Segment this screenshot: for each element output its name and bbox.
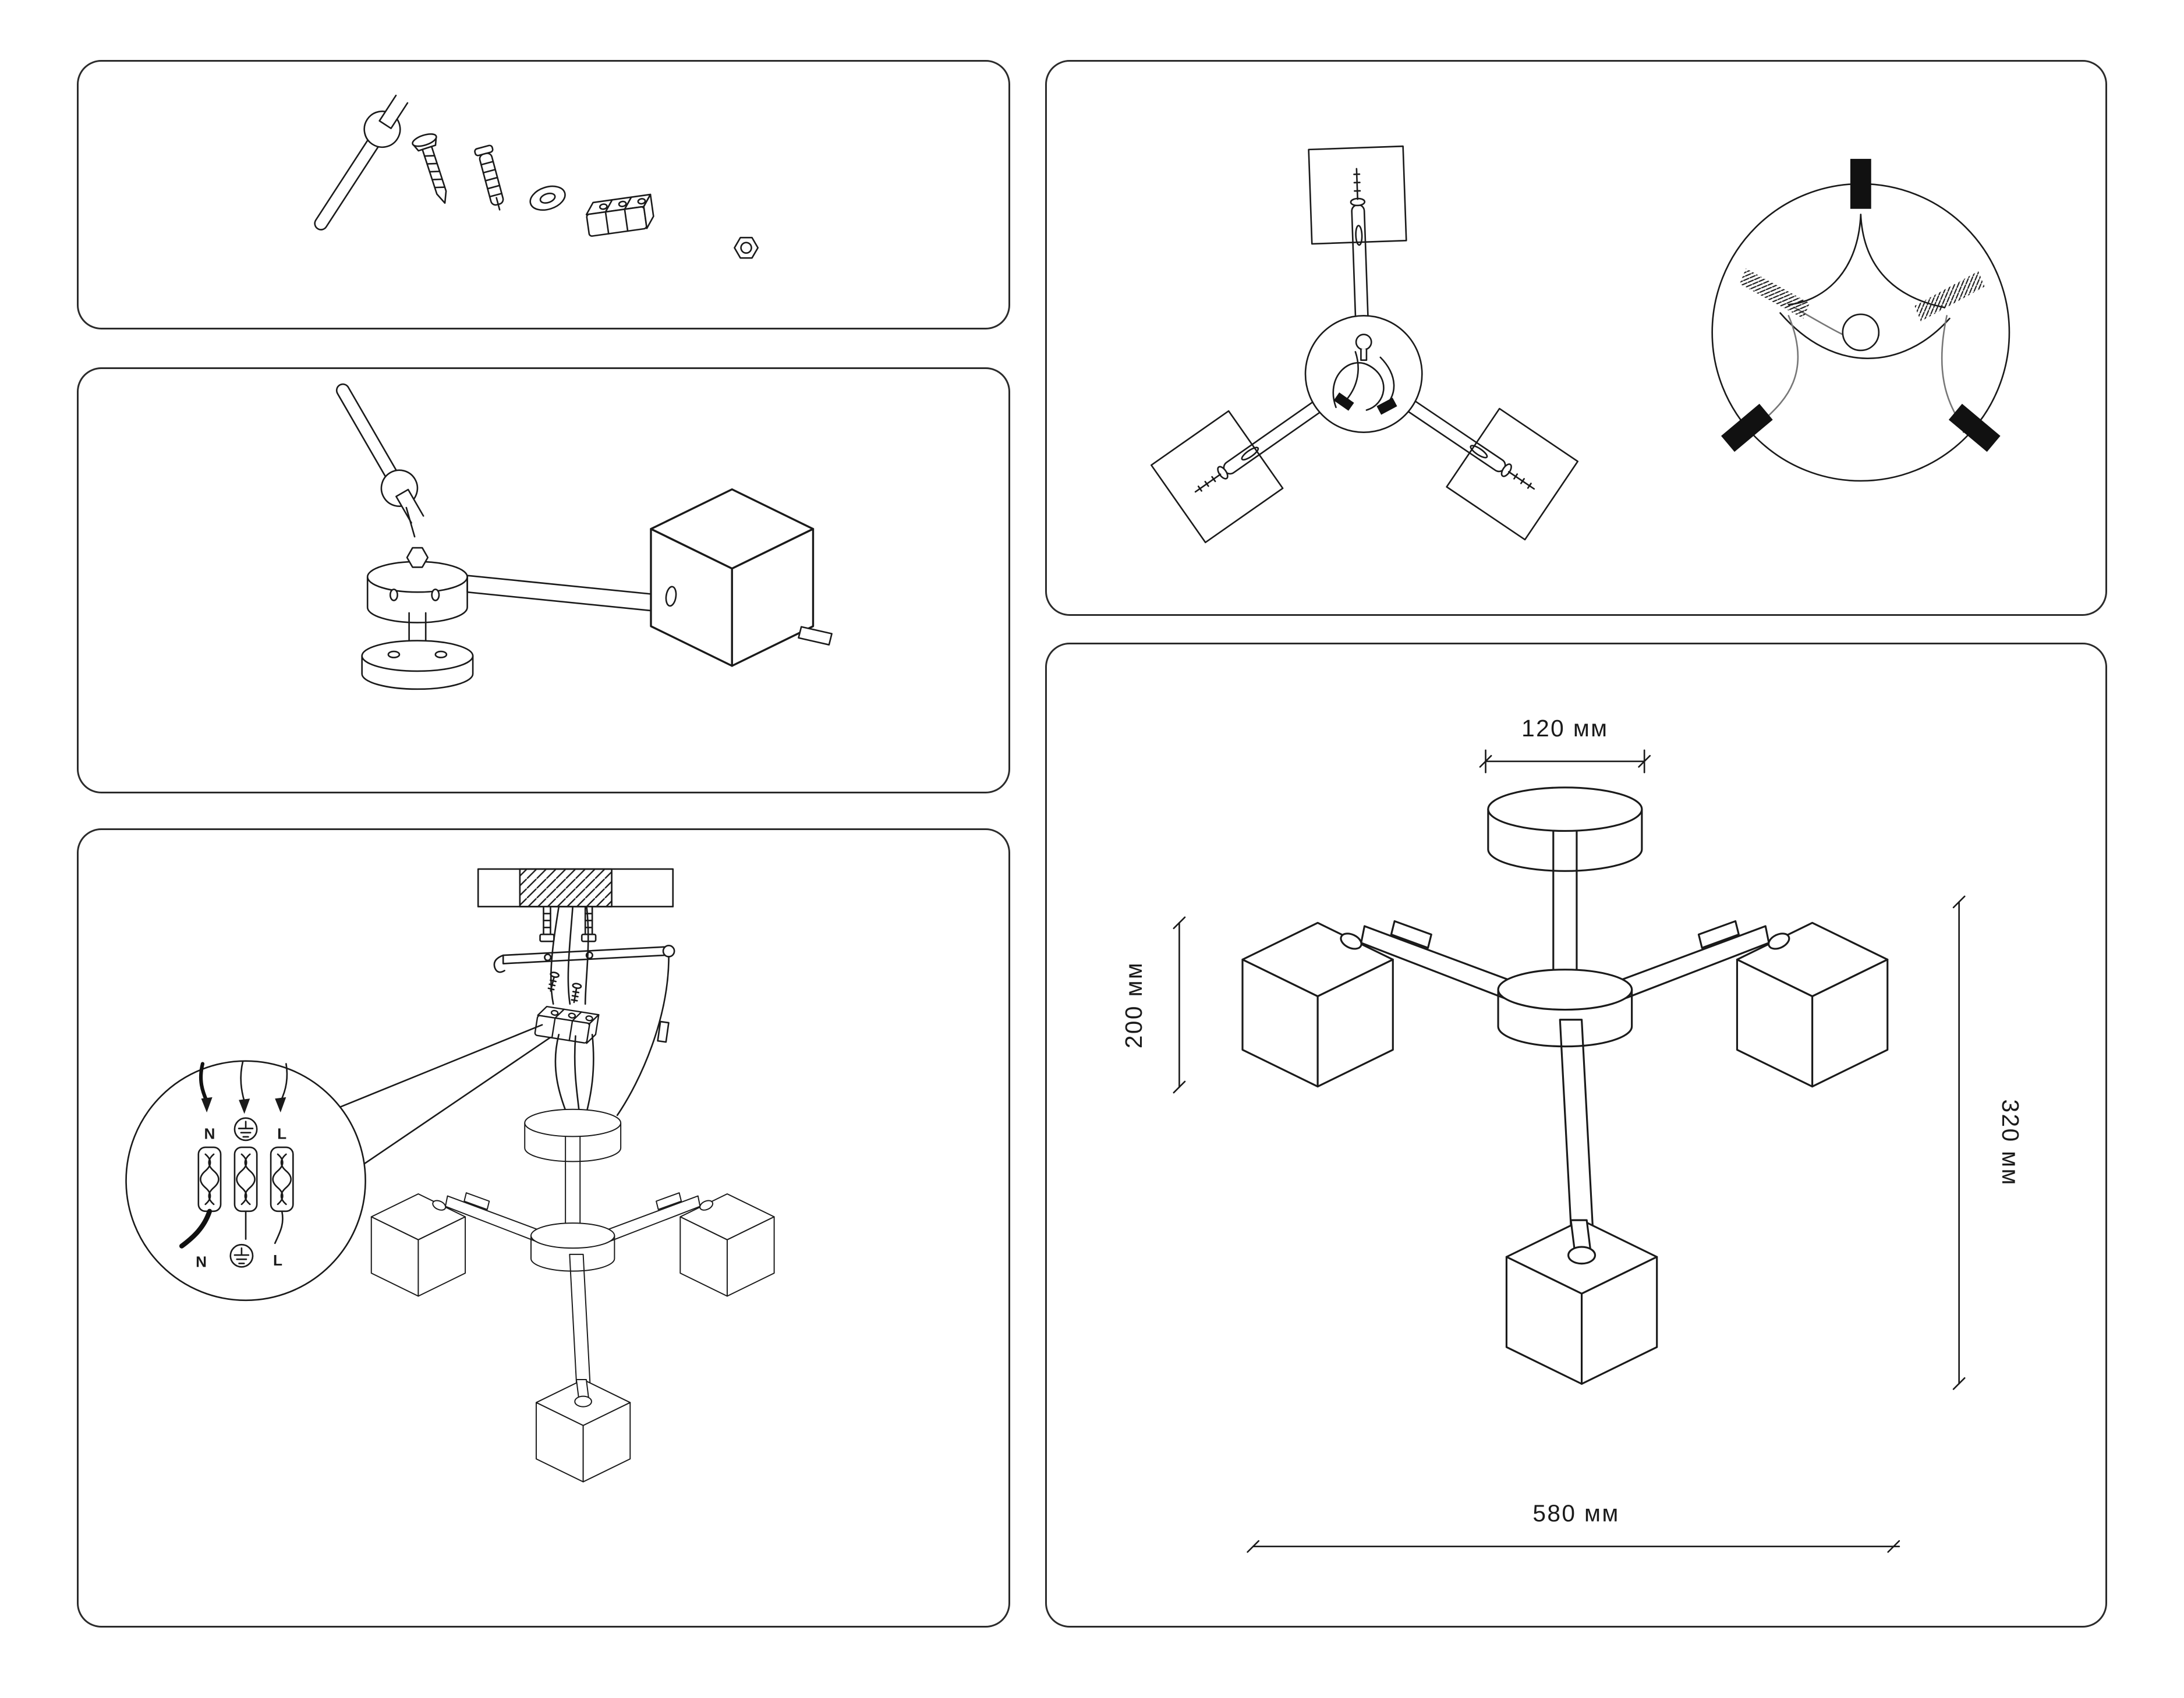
hex-nut-icon bbox=[734, 236, 759, 259]
dim-fixture-height: 320 мм bbox=[1952, 895, 2024, 1390]
wrench-icon bbox=[302, 88, 418, 239]
anchor-plug-icon bbox=[1948, 403, 2001, 452]
stripped-wire-icon bbox=[1914, 271, 1985, 322]
leader-lines bbox=[339, 1024, 551, 1165]
dim-canopy-width: 120 мм bbox=[1479, 715, 1651, 774]
dim-label-120: 120 мм bbox=[1521, 715, 1608, 742]
chandelier-figure bbox=[371, 1109, 774, 1482]
bracket-template-figure bbox=[1150, 145, 1579, 544]
shade-foot bbox=[798, 626, 833, 646]
wire-label-l-top: L bbox=[277, 1125, 286, 1143]
dim-label-320: 320 мм bbox=[1997, 1099, 2024, 1186]
wrench-icon bbox=[323, 375, 434, 530]
wire-label-l-bottom: L bbox=[273, 1252, 282, 1269]
earth-ground-icon bbox=[229, 1243, 254, 1268]
screw-icon bbox=[571, 983, 582, 1004]
bolt-axis-line bbox=[405, 506, 416, 538]
wire-connector-icon bbox=[1376, 398, 1397, 415]
panel-assembly bbox=[77, 367, 1010, 793]
anchor-plug-icon bbox=[1721, 403, 1773, 452]
ceiling-figure bbox=[477, 868, 674, 942]
chandelier-figure bbox=[1243, 788, 1888, 1384]
dim-label-200: 200 мм bbox=[1120, 962, 1147, 1048]
earth-ground-icon bbox=[233, 1117, 258, 1142]
wiring-detail-circle: N L N L bbox=[125, 1024, 551, 1302]
terminal-block-icon bbox=[534, 1004, 600, 1045]
panel-dimensions: 120 мм 200 мм 320 мм 580 мм bbox=[1045, 643, 2107, 1628]
mounting-ring bbox=[1304, 315, 1423, 433]
mounting-bracket-figure bbox=[493, 945, 675, 1045]
cube-shade-figure bbox=[650, 488, 833, 667]
ceiling-outlet-figure bbox=[1711, 158, 2010, 482]
hex-nut-icon bbox=[406, 547, 429, 568]
wire-label-n-bottom: N bbox=[196, 1253, 207, 1270]
dim-shade-height: 200 мм bbox=[1120, 916, 1186, 1094]
dim-label-580: 580 мм bbox=[1532, 1500, 1619, 1527]
screw-icon bbox=[410, 130, 458, 208]
panel-mounting bbox=[1045, 60, 2107, 616]
washer-icon bbox=[529, 185, 566, 211]
wall-plug-icon bbox=[473, 144, 509, 213]
dim-fixture-width: 580 мм bbox=[1247, 1500, 1900, 1553]
arm-bar bbox=[466, 575, 661, 612]
wire-connector-icon bbox=[1333, 392, 1354, 411]
stripped-wire-icon bbox=[1739, 268, 1810, 319]
keyhole-icon bbox=[1355, 334, 1372, 351]
wire-label-n-top: N bbox=[204, 1125, 215, 1143]
terminal-block-icon bbox=[584, 193, 656, 237]
panel-hardware bbox=[77, 60, 1010, 329]
bracket-arm-top bbox=[1308, 145, 1410, 327]
hub-assembly-figure bbox=[361, 547, 661, 690]
screw-icon bbox=[547, 972, 560, 992]
anchor-plug-icon bbox=[1850, 158, 1871, 209]
panel-wiring: N L N L bbox=[77, 828, 1010, 1628]
